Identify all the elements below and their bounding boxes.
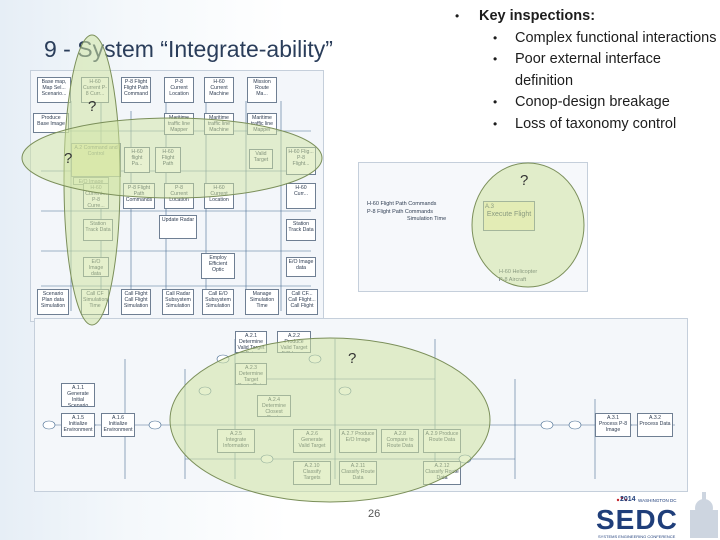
left-process-box: A.1.1 Generate Initial Scenario (61, 383, 95, 407)
process-box: A.2.5 Integrate Information (217, 429, 255, 453)
diagram-box: Station Track Data (286, 219, 316, 241)
diagram-box: Call Flight Call Flight Simulation (121, 289, 151, 315)
question-mark: ? (520, 172, 529, 189)
top-right-diagram: H-60 Flight Path Commands P-8 Flight Pat… (358, 162, 588, 292)
slide-title: 9 - System “Integrate-ability” (44, 36, 333, 62)
external-inputs: H-60 Flight Path Commands P-8 Flight Pat… (367, 201, 446, 224)
bullet-heading: Key inspections: (455, 6, 717, 28)
input-label: Simulation Time (407, 216, 447, 222)
left-process-box: A.1.5 Initialize Environment (61, 413, 95, 437)
process-box: A.2.2 Produce Valid Target E/O Image (277, 331, 311, 353)
process-box: A.2.11 Classify Route Data (339, 461, 377, 485)
process-box: A.2.6 Generate Valid Target (293, 429, 331, 453)
input-label: P-8 Flight Path Commands (367, 208, 434, 215)
diagram-box: Call Radar Subsystem Simulation (162, 289, 194, 315)
diagram-box: Produce Base Image (33, 113, 69, 133)
diagram-box: Station Track Data (83, 219, 113, 241)
diagram-box: Call CF... Call Flight... Call Flight (286, 289, 318, 315)
output-label: P-8 Aircraft (499, 276, 527, 283)
bullet-item: Complex functional interactions (455, 28, 717, 50)
diagram-box: Maritime traffic line Machine (204, 113, 234, 135)
capitol-icon (616, 492, 718, 538)
diagram-box: H-60 flight Pa... (124, 147, 150, 173)
right-process-box: A.3.2 Process Data (637, 413, 673, 437)
diagram-box: H-60 Current Machine (204, 77, 234, 103)
process-box: A.2.7 Produce E/O Image (339, 429, 377, 453)
question-mark: ? (348, 350, 357, 367)
diagram-box: Valid Target (249, 149, 273, 169)
output-label: H-60 Helicopter (499, 269, 538, 275)
diagram-box: Mission Route Ma... (247, 77, 277, 103)
diagram-box: Call CF Simulation Time (81, 289, 109, 315)
diagram-box: P-8 Current Location (164, 183, 194, 209)
process-box: A.2.10 Classify Targets (293, 461, 331, 485)
input-label: H-60 Flight Path Commands (367, 201, 437, 207)
diagram-box: Maritime traffic line Mapper (247, 113, 277, 135)
logo-year: 2014 (620, 496, 636, 503)
block-label: Execute Flight (486, 211, 532, 218)
process-box: A.2.3 Determine Target Route Data (235, 363, 267, 385)
process-box: A.2.1 Determine Valid Target Data (235, 331, 267, 353)
logo-name: SEDC (596, 504, 678, 535)
page-number: 26 (368, 508, 381, 520)
diagram-box: H-60 Current... P-8 Curre... (83, 183, 109, 209)
diagram-box: E/O Image data (286, 257, 316, 277)
logo-city: WASHINGTON DC (638, 498, 677, 503)
diagram-box: P-8 Flight Flight Path Command (121, 77, 151, 103)
bullet-item: Poor external interface definition (455, 49, 717, 92)
diagram-box: Call E/O Subsystem Simulation (202, 289, 234, 315)
diagram-box: Scenario Plan data Simulation (37, 289, 69, 315)
command-control-box: A.2 Command and Control (71, 143, 121, 177)
diagram-box: P-8 Current Location (164, 77, 194, 103)
process-box: A.2.4 Determine Closest Route (257, 395, 291, 417)
bullet-item: Loss of taxonomy control (455, 114, 717, 136)
question-mark: ? (64, 150, 73, 167)
process-box: A.2.8 Compare to Route Data (381, 429, 419, 453)
top-left-diagram: Base map, Map Sel... Scenario... H-60 Cu… (30, 70, 324, 322)
bullet-heading-text: Key inspections: (479, 8, 596, 24)
process-box: A.2.9 Produce Route Data (423, 429, 461, 453)
logo-tagline: SYSTEMS ENGINEERING CONFERENCE (598, 534, 676, 539)
diagram-box: H-60 Current Location (204, 183, 234, 209)
execute-flight-box: A.3 Execute Flight (483, 201, 535, 231)
diagram-box: Update Radar (159, 215, 197, 239)
process-box: A.2.12 Classify Route Data (423, 461, 461, 485)
diagram-box: Maritime traffic line Mapper (164, 113, 194, 135)
diagram-box: Manage Simulation Time (245, 289, 279, 315)
diagram-box: H-60 Flig... P-8 Flight... (286, 147, 316, 175)
diagram-box: Employ Efficient Optic (201, 253, 235, 279)
diagram-box: H-60 Flight Path (155, 147, 181, 173)
sedc-logo: 2014 WASHINGTON DC SEDC SYSTEMS ENGINEER… (592, 490, 720, 540)
diagram-box: Base map, Map Sel... Scenario... (37, 77, 71, 103)
question-mark: ? (88, 98, 97, 115)
block-id: A.3 (485, 204, 495, 210)
right-process-box: A.3.1 Process P-8 Image (595, 413, 631, 437)
diagram-box: E/O Image data (83, 257, 109, 277)
flight-outputs: H-60 Helicopter P-8 Aircraft (499, 269, 537, 284)
key-inspections-list: Key inspections: Complex functional inte… (455, 6, 717, 136)
diagram-box: P-8 Flight Path Commands (123, 183, 155, 209)
left-process-box: A.1.6 Initialize Environment (101, 413, 135, 437)
diagram-box: H-60 Curr... (286, 183, 316, 209)
bottom-diagram: A.2.1 Determine Valid Target Data A.2.2 … (34, 318, 688, 492)
bullet-item: Conop-design breakage (455, 92, 717, 114)
